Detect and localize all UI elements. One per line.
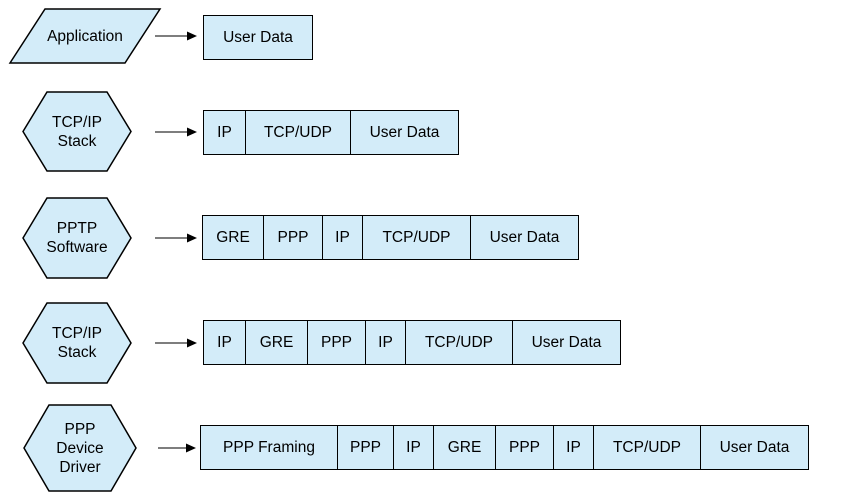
packet-segment-label: TCP/UDP — [612, 438, 682, 456]
packet-segment-user-data: User Data — [701, 426, 808, 469]
packet-segment-tcp-udp: TCP/UDP — [406, 321, 513, 364]
flow-arrow-icon — [155, 233, 197, 243]
packet-segment-label: User Data — [531, 333, 602, 351]
packet-segment-label: PPP Framing — [223, 438, 315, 456]
packet-segment-tcp-udp: TCP/UDP — [594, 426, 701, 469]
packet-segment-label: PPP — [277, 228, 309, 246]
packet-segment-label: User Data — [223, 28, 293, 46]
packet-segment-label: TCP/UDP — [424, 333, 494, 351]
hexagon-outline — [22, 197, 132, 279]
packet-segment-gre: GRE — [434, 426, 496, 469]
packet-segment-gre: GRE — [246, 321, 308, 364]
packet-segment-label: GRE — [216, 228, 250, 246]
packet-segment-user-data: User Data — [351, 111, 458, 154]
hexagon-outline — [23, 404, 137, 492]
packet-segment-ppp: PPP — [308, 321, 366, 364]
packet-segment-label: IP — [335, 228, 350, 246]
packet-segment-ppp: PPP — [338, 426, 394, 469]
packet-segment-label: IP — [566, 438, 581, 456]
flow-arrow-icon — [155, 31, 197, 41]
packet-segment-label: User Data — [369, 123, 440, 141]
packet-segment-label: PPP — [508, 438, 540, 456]
packet-segment-ip: IP — [204, 111, 246, 154]
packet-row-application: User Data — [203, 15, 313, 60]
packet-segment-user-data: User Data — [471, 216, 578, 259]
parallelogram-outline — [8, 8, 162, 64]
packet-segment-tcp-udp: TCP/UDP — [246, 111, 351, 154]
flow-arrow-icon — [155, 127, 197, 137]
packet-row-tcp-ip-stack: IP GRE PPP IP TCP/UDP User Data — [203, 320, 621, 365]
hexagon-shape-tcp-ip-stack — [22, 91, 132, 172]
packet-segment-ip: IP — [366, 321, 406, 364]
packet-segment-label: IP — [378, 333, 393, 351]
packet-segment-user-data: User Data — [513, 321, 620, 364]
packet-row-tcp-ip-stack: IP TCP/UDP User Data — [203, 110, 459, 155]
packet-segment-label: IP — [217, 123, 232, 141]
hexagon-shape-ppp-device-driver — [23, 404, 137, 492]
packet-segment-ppp-framing: PPP Framing — [201, 426, 338, 469]
hexagon-shape-tcp-ip-stack — [22, 302, 132, 384]
hexagon-outline — [22, 302, 132, 384]
flow-arrow-icon — [158, 443, 196, 453]
packet-segment-label: IP — [217, 333, 232, 351]
packet-segment-label: TCP/UDP — [382, 228, 451, 246]
packet-segment-label: User Data — [489, 228, 560, 246]
packet-segment-tcp-udp: TCP/UDP — [363, 216, 471, 259]
packet-segment-ppp: PPP — [496, 426, 554, 469]
packet-segment-label: IP — [406, 438, 421, 456]
packet-segment-ppp: PPP — [264, 216, 323, 259]
hexagon-outline — [22, 91, 132, 172]
flow-arrow-icon — [155, 338, 197, 348]
packet-segment-label: TCP/UDP — [263, 123, 333, 141]
hexagon-shape-pptp-software — [22, 197, 132, 279]
packet-segment-user-data: User Data — [204, 16, 312, 59]
packet-segment-label: User Data — [719, 438, 790, 456]
packet-segment-label: PPP — [349, 438, 381, 456]
packet-segment-label: PPP — [320, 333, 352, 351]
packet-segment-ip: IP — [204, 321, 246, 364]
packet-row-pptp-software: GRE PPP IP TCP/UDP User Data — [202, 215, 579, 260]
packet-segment-ip: IP — [323, 216, 363, 259]
packet-row-ppp-device-driver: PPP Framing PPP IP GRE PPP IP TCP/UDP User Data — [200, 425, 809, 470]
parallelogram-shape-application — [8, 8, 162, 64]
packet-segment-ip: IP — [394, 426, 434, 469]
packet-segment-gre: GRE — [203, 216, 264, 259]
packet-segment-ip: IP — [554, 426, 594, 469]
packet-segment-label: GRE — [447, 438, 482, 456]
packet-segment-label: GRE — [259, 333, 294, 351]
